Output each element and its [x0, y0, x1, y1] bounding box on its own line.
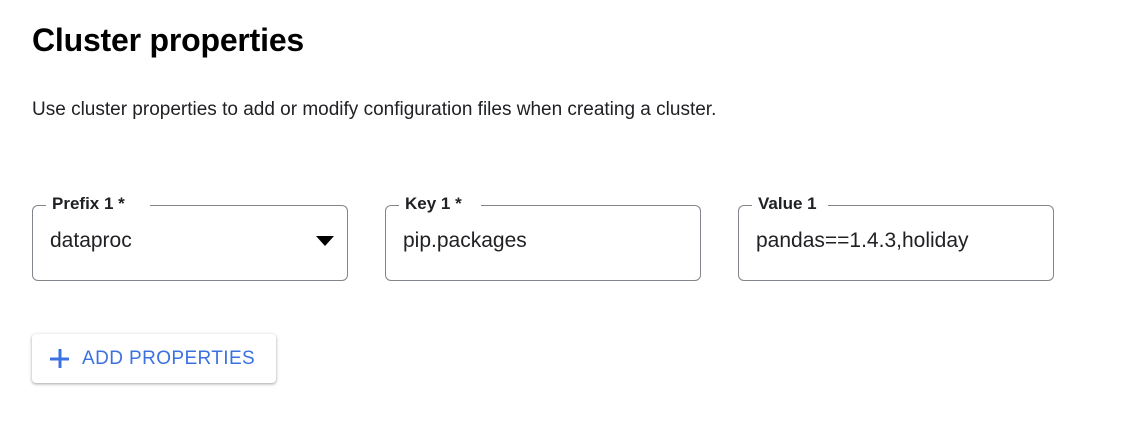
- prefix-select-field[interactable]: Prefix 1 * dataproc: [32, 194, 348, 281]
- add-properties-button-label: ADD PROPERTIES: [82, 347, 256, 369]
- key-field-value[interactable]: pip.packages: [403, 229, 527, 252]
- dropdown-arrow-icon[interactable]: [316, 236, 334, 246]
- prefix-field-value[interactable]: dataproc: [50, 229, 132, 252]
- page-description: Use cluster properties to add or modify …: [32, 99, 717, 120]
- key-field-label: Key 1 *: [405, 194, 462, 213]
- prefix-field-label: Prefix 1 *: [52, 194, 125, 213]
- key-input-field[interactable]: Key 1 * pip.packages: [385, 194, 701, 281]
- value-field-label: Value 1: [758, 194, 817, 213]
- plus-icon: [50, 349, 69, 368]
- value-input-field[interactable]: Value 1 pandas==1.4.3,holiday: [738, 194, 1054, 281]
- value-field-value[interactable]: pandas==1.4.3,holiday: [756, 229, 969, 252]
- add-properties-button[interactable]: ADD PROPERTIES: [32, 334, 277, 383]
- page-title: Cluster properties: [32, 22, 305, 58]
